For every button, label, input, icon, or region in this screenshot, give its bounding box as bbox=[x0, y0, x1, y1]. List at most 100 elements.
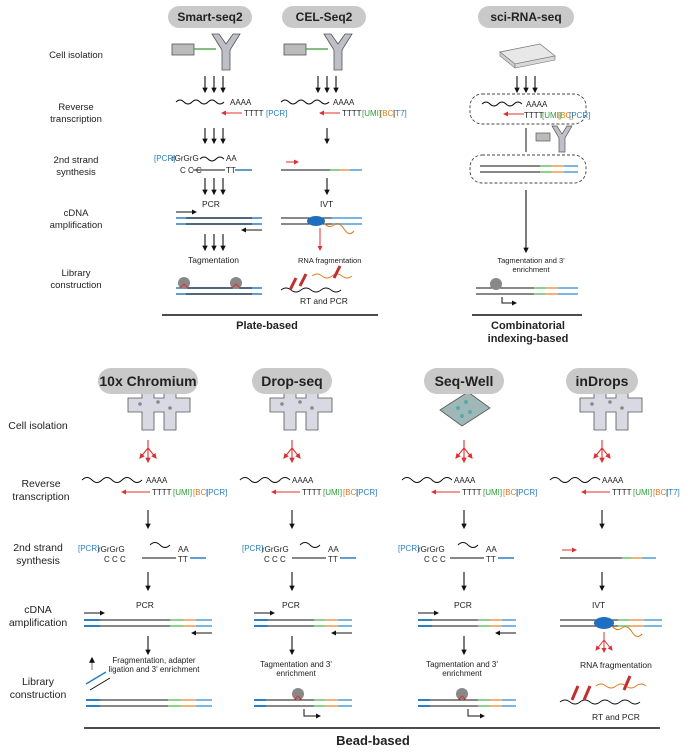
cel-2nd-strand bbox=[281, 159, 362, 171]
cel-amp-label: IVT bbox=[320, 199, 334, 209]
bottom-amplification bbox=[84, 610, 662, 653]
tenx-tt: TT bbox=[178, 555, 188, 564]
seqwell-bc: [BC] bbox=[503, 488, 519, 497]
bottom-library bbox=[85, 656, 647, 719]
cel-amplification bbox=[281, 216, 362, 251]
smart-amplification bbox=[176, 209, 262, 233]
bottom-row-2nd-strand: 2nd strand synthesis bbox=[13, 542, 63, 567]
seqwell-rgrg: rGrGrG bbox=[418, 545, 445, 554]
smart-aa: AA bbox=[226, 154, 237, 163]
top-rt-mrna bbox=[175, 99, 523, 107]
indrops-umi: [UMI] bbox=[633, 488, 653, 497]
row-label-cell-isolation: Cell isolation bbox=[49, 50, 103, 61]
bottom-row-cell-isolation: Cell isolation bbox=[8, 420, 68, 432]
smart-rgrg: rGrGrG bbox=[172, 154, 199, 163]
sci-well-box-2 bbox=[469, 154, 587, 184]
dropseq-ccc: C C C bbox=[264, 555, 286, 564]
row-label-reverse-transcription: Reverse transcription bbox=[50, 102, 102, 125]
seqwell-tttt: TTTT bbox=[462, 488, 482, 497]
sci-cdna bbox=[480, 165, 578, 173]
sci-library bbox=[476, 278, 578, 306]
dropseq-2nd-pcr: [PCR] bbox=[242, 544, 264, 553]
indrops-lib-label-2: RT and PCR bbox=[592, 712, 640, 722]
sci-bc: [BC] bbox=[558, 111, 574, 120]
top-arrows bbox=[202, 76, 538, 254]
seqwell-aa: AA bbox=[486, 545, 497, 554]
cel-tttt: TTTT bbox=[342, 109, 362, 118]
indrops-polya: AAAA bbox=[602, 476, 624, 485]
smart-amp-label: PCR bbox=[202, 199, 220, 209]
chip-indrops bbox=[579, 387, 643, 431]
row-label-library-construction: Library construction bbox=[50, 268, 102, 291]
smart-2nd-pcr-tag: [PCR] bbox=[154, 154, 176, 163]
method-seq-well: Seq-Well bbox=[424, 368, 504, 394]
bottom-row-reverse-transcription: Reverse transcription bbox=[12, 478, 70, 503]
smart-pcr-tag: [PCR] bbox=[266, 109, 288, 118]
smart-library bbox=[176, 277, 262, 295]
tenx-ccc: C C C bbox=[104, 555, 126, 564]
cel-lib-label-2: RT and PCR bbox=[300, 296, 348, 306]
dropseq-tt: TT bbox=[328, 555, 338, 564]
method-sci-rna-seq: sci-RNA-seq bbox=[478, 6, 574, 28]
sci-well-box-1 bbox=[469, 93, 587, 125]
chip-seqwell bbox=[439, 391, 491, 427]
indrops-lib-label-1: RNA fragmentation bbox=[580, 660, 652, 670]
top-rt-primers bbox=[221, 110, 524, 117]
bottom-2nd-strand bbox=[142, 542, 656, 559]
tenx-rgrg: rGrGrG bbox=[98, 545, 125, 554]
dropseq-amp-label: PCR bbox=[282, 600, 300, 610]
cel-t7: [T7] bbox=[393, 109, 407, 118]
cel-umi: [UMI] bbox=[362, 109, 382, 118]
cel-lib-label-1: RNA fragmentation bbox=[298, 256, 362, 265]
tenx-bc: [BC] bbox=[193, 488, 209, 497]
cel-bc: [BC] bbox=[380, 109, 396, 118]
sci-polya: AAAA bbox=[526, 100, 548, 109]
dropseq-polya: AAAA bbox=[292, 476, 314, 485]
method-smart-seq2: Smart-seq2 bbox=[168, 6, 252, 28]
dropseq-aa: AA bbox=[328, 545, 339, 554]
row-label-cdna-amplification: cDNA amplification bbox=[49, 208, 103, 231]
dropseq-pcr: [PCR] bbox=[356, 488, 378, 497]
bottom-row-cdna-amplification: cDNA amplification bbox=[8, 604, 68, 629]
seqwell-polya: AAAA bbox=[454, 476, 476, 485]
cel-polya: AAAA bbox=[333, 98, 355, 107]
tenx-polya: AAAA bbox=[146, 476, 168, 485]
seqwell-umi: [UMI] bbox=[483, 488, 503, 497]
smart-tttt: TTTT bbox=[244, 109, 264, 118]
sci-pcr: [PCR] bbox=[569, 111, 591, 120]
tenx-pcr: [PCR] bbox=[206, 488, 228, 497]
indrops-bc: [BC] bbox=[653, 488, 669, 497]
sci-pool-icon bbox=[525, 125, 573, 153]
group-bead-based: Bead-based bbox=[336, 733, 410, 748]
smart-tt: TT bbox=[226, 166, 236, 175]
bottom-row-library-construction: Library construction bbox=[9, 676, 67, 701]
tenx-aa: AA bbox=[178, 545, 189, 554]
smart-ccc: C C C bbox=[180, 166, 202, 175]
row-label-2nd-strand: 2nd strand synthesis bbox=[53, 155, 99, 178]
seqwell-amp-label: PCR bbox=[454, 600, 472, 610]
seqwell-lib-label: Tagmentation and 3' enrichment bbox=[426, 660, 498, 678]
dropseq-bc: [BC] bbox=[343, 488, 359, 497]
method-indrops: inDrops bbox=[566, 368, 638, 394]
chip-icons bbox=[127, 387, 643, 431]
tenx-2nd-pcr: [PCR] bbox=[78, 544, 100, 553]
seqwell-ccc: C C C bbox=[424, 555, 446, 564]
chip-10x bbox=[127, 387, 191, 431]
indrops-amp-label: IVT bbox=[592, 600, 606, 610]
group-combinatorial-indexing: Combinatorial indexing-based bbox=[487, 320, 569, 345]
seqwell-pcr: [PCR] bbox=[516, 488, 538, 497]
smart-polya: AAAA bbox=[230, 98, 252, 107]
bottom-arrows bbox=[145, 510, 605, 656]
seqwell-2nd-pcr: [PCR] bbox=[398, 544, 420, 553]
tenx-tttt: TTTT bbox=[152, 488, 172, 497]
sci-plate-icon bbox=[499, 43, 556, 69]
dropseq-lib-label: Tagmentation and 3' enrichment bbox=[260, 660, 332, 678]
cel-cell-isolation-icon bbox=[283, 33, 353, 71]
method-10x-chromium: 10x Chromium bbox=[98, 368, 198, 394]
smart-cell-isolation-icon bbox=[171, 33, 241, 71]
method-cel-seq2: CEL-Seq2 bbox=[282, 6, 366, 28]
cel-library bbox=[280, 265, 353, 293]
dropseq-tttt: TTTT bbox=[302, 488, 322, 497]
sci-umi: [UMI] bbox=[542, 111, 562, 120]
